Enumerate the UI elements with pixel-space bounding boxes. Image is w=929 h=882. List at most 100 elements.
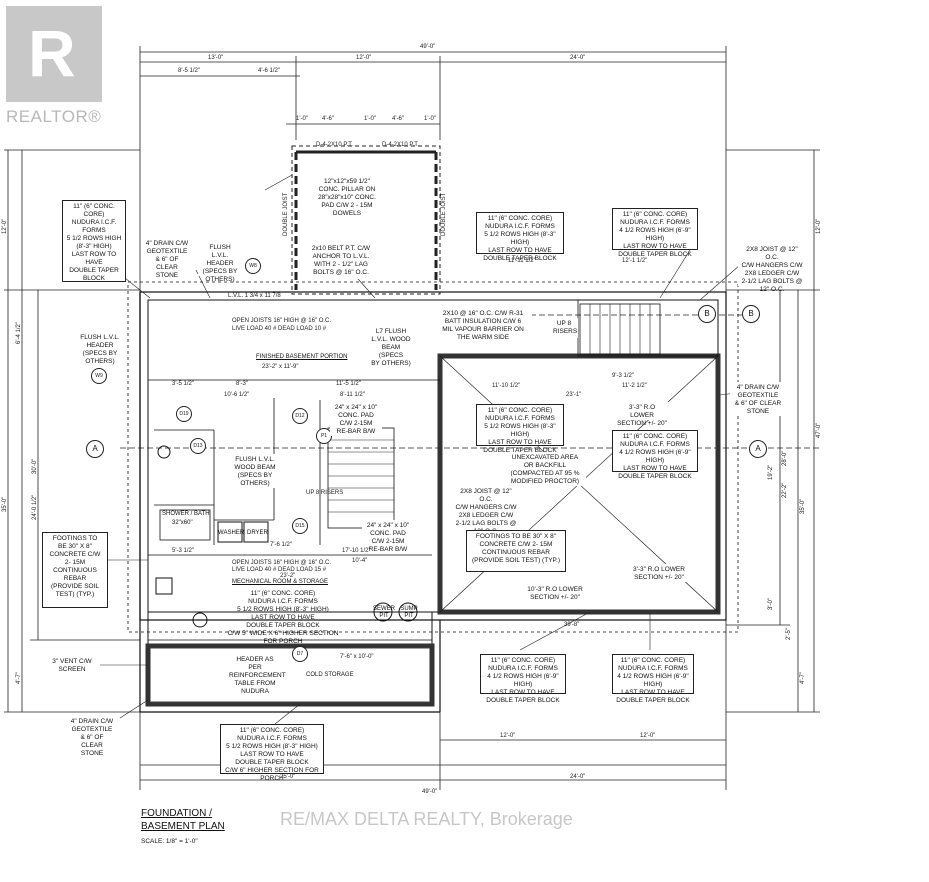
cold-storage-label: COLD STORAGE (306, 672, 354, 678)
dim-top-mid: 12'-0" (356, 55, 372, 61)
foundation-walls (127, 281, 739, 713)
dim-right-22-2: 22'-2" (782, 482, 788, 498)
dim-left-24-0: 24'-0 1/2" (32, 494, 38, 520)
realtor-mark-icon: R (6, 6, 102, 102)
plan-title-line2: BASEMENT PLAN (141, 821, 225, 832)
dim-23-2x11-9: 23'-2" x 11'-9" (262, 364, 299, 370)
live-load-bottom: LIVE LOAD 40 # DEAD LOAD 15 # (232, 567, 327, 573)
dim-right-35: 35'-0" (800, 498, 806, 514)
double-joist-a: DOUBLE JOIST (283, 192, 289, 236)
dim-8-11: 8'-11 1/2" (340, 392, 365, 398)
dim-left-12: 12'-0" (2, 218, 8, 234)
dim-11-10: 11'-10 1/2" (492, 383, 521, 389)
dim-23-1: 23'-1" (566, 392, 582, 398)
tag-d12: D12 (292, 408, 308, 424)
plan-scale: SCALE: 1/8" = 1'-0" (141, 838, 198, 845)
dim-right-4-7: 4'-7" (800, 672, 806, 684)
tag-p1: P1 (316, 428, 332, 444)
live-load-top: LIVE LOAD 40 # DEAD LOAD 10 # (232, 326, 327, 332)
finished-basement-label: FINISHED BASEMENT PORTION (256, 354, 348, 360)
dim-10-4: 10'-4" (352, 558, 368, 564)
dim-12-1: 12'-1 1/2" (622, 258, 648, 264)
tag-d13: D13 (190, 438, 206, 454)
tag-w8: W8 (245, 258, 261, 274)
dim-top-right: 24'-0" (570, 55, 586, 61)
dim-bottom-12b: 12'-0" (640, 733, 656, 739)
porch-beam-b: D-4-2X10 P.T. (382, 142, 419, 148)
tag-d19: D19 (176, 406, 192, 422)
realtor-logo-word: REALTOR® (6, 107, 102, 126)
tag-w9: W9 (91, 368, 107, 384)
dim-porch-a: 4'-6" (322, 116, 334, 122)
tag-d15: D15 (292, 518, 308, 534)
dim-left-35: 35'-0" (2, 496, 8, 512)
dim-11-2: 11'-2 1/2" (622, 383, 647, 389)
dim-3-5: 3'-5 1/2" (172, 381, 194, 387)
shower-label: SHOWER / BATH (162, 511, 210, 517)
section-marker-a-right: A (749, 440, 767, 458)
dim-right-28: 28'-0" (782, 450, 788, 466)
dim-bottom-right: 24'-0" (570, 774, 586, 780)
brokerage-watermark: RE/MAX DELTA REALTY, Brokerage (280, 809, 573, 829)
dim-porch-c: 4'-6" (392, 116, 404, 122)
footings-mid-note: FOOTINGS TO BE 30" X 8"CONCRETE C/W 2- 1… (466, 530, 566, 572)
plan-title-line1: FOUNDATION / (141, 808, 212, 819)
cold-storage-hatch (150, 647, 430, 703)
section-marker-a-left: A (86, 440, 104, 458)
dimension-lines (4, 46, 820, 790)
lvl-beam-top-label: L.V.L. 1 3/4 x 11 7/8 (228, 293, 281, 299)
dim-bottom-overall: 49'-0" (422, 789, 438, 795)
tag-d7: D7 (292, 646, 308, 662)
dim-bottom-12a: 12'-0" (500, 733, 516, 739)
sewer-pit-label: SEWER PIT (372, 606, 395, 619)
dim-porch-b: 1'-0" (364, 116, 376, 122)
dim-left-30: 30'-0" (32, 458, 38, 474)
dim-overall-top: 49'-0" (420, 44, 436, 50)
dim-top-left: 13'-0" (208, 55, 224, 61)
open-joists-top: OPEN JOISTS 16" HIGH @ 16" O.C. (232, 318, 332, 324)
dim-porch-e: 1'-0" (296, 116, 308, 122)
dim-right-12: 12'-0" (816, 218, 822, 234)
dim-8-3: 8'-3" (236, 381, 248, 387)
dryer-label: DRYER (247, 530, 268, 536)
mechanical-room-label: MECHANICAL ROOM & STORAGE (232, 579, 329, 585)
stair-treads (328, 304, 651, 513)
dim-23-2: 23'-2" (280, 573, 296, 579)
porch-outline (291, 145, 441, 295)
dim-39-8: 39'-8" (564, 622, 580, 628)
washer-label: WASHER (218, 530, 245, 536)
dim-right-47: 47'-0" (816, 422, 822, 438)
dim-bottom-left: 25'-0" (280, 774, 296, 780)
dim-17-10: 17'-10 1/2" (342, 548, 371, 554)
double-joist-b: DOUBLE JOIST (441, 192, 447, 236)
dim-11-11: 11'-11 1/2" (508, 258, 536, 264)
dim-left-4-7: 4'-7" (16, 672, 22, 684)
dim-5-3: 5'-3 1/2" (172, 548, 194, 554)
